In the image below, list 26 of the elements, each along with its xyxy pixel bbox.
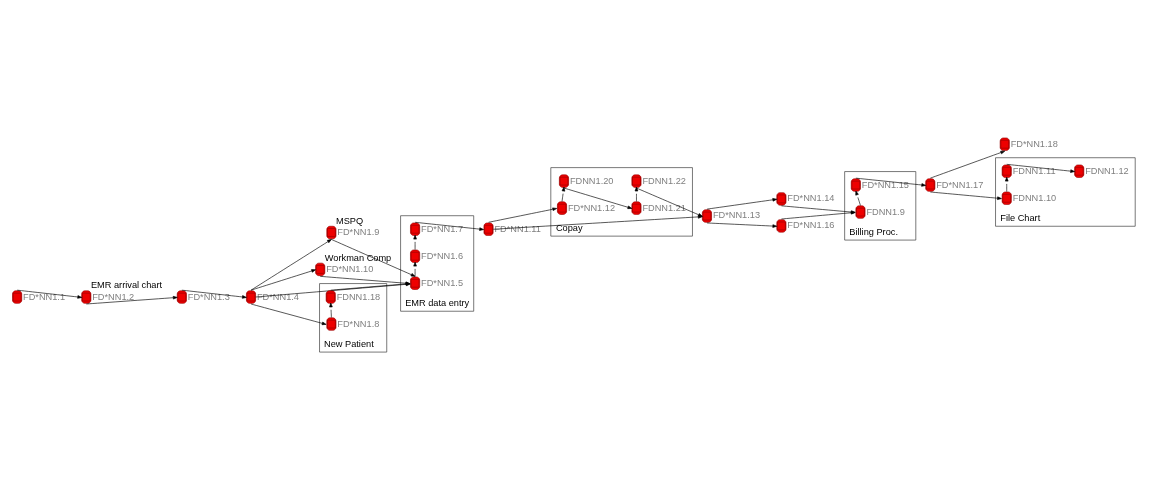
node-label: FDNN1.9 [866, 206, 905, 217]
node-label: FD*NN1.5 [421, 277, 464, 288]
node-label: FD*NN1.16 [787, 220, 835, 231]
node-label: FDNN1.22 [642, 175, 686, 186]
node-label: FD*NN1.2 [92, 291, 135, 302]
node-label: FDNN1.12 [1085, 165, 1129, 176]
node-label: FD*NN1.13 [712, 210, 761, 221]
node-label: FDNN1.10 [1012, 192, 1057, 203]
node-label: FDNN1.18 [336, 291, 381, 302]
node-label: Workman Comp [324, 252, 392, 263]
node-label: FD*NN1.3 [187, 291, 230, 302]
node-label: FD*NN1.6 [421, 250, 464, 261]
node-label: FD*NN1.10 [326, 263, 374, 274]
node-label: FD*NN1.9 [337, 226, 380, 237]
node-label: FD*NN1.15 [861, 179, 909, 190]
node-label: FDNN1.20 [569, 175, 614, 186]
node-label: FD*NN1.1 [23, 291, 66, 302]
node-label: MSPQ [336, 215, 364, 226]
node-label: FD*NN1.18 [1010, 138, 1058, 149]
node-label: FD*NN1.7 [421, 223, 464, 234]
node-label: FD*NN1.12 [567, 202, 616, 213]
node-label: FD*NN1.8 [337, 318, 380, 329]
node-label: FD*NN1.17 [936, 179, 984, 190]
node-label: EMR arrival chart [90, 280, 163, 291]
node-label: FDNN1.11 [1012, 165, 1056, 176]
node-label: FD*NN1.14 [787, 193, 835, 204]
